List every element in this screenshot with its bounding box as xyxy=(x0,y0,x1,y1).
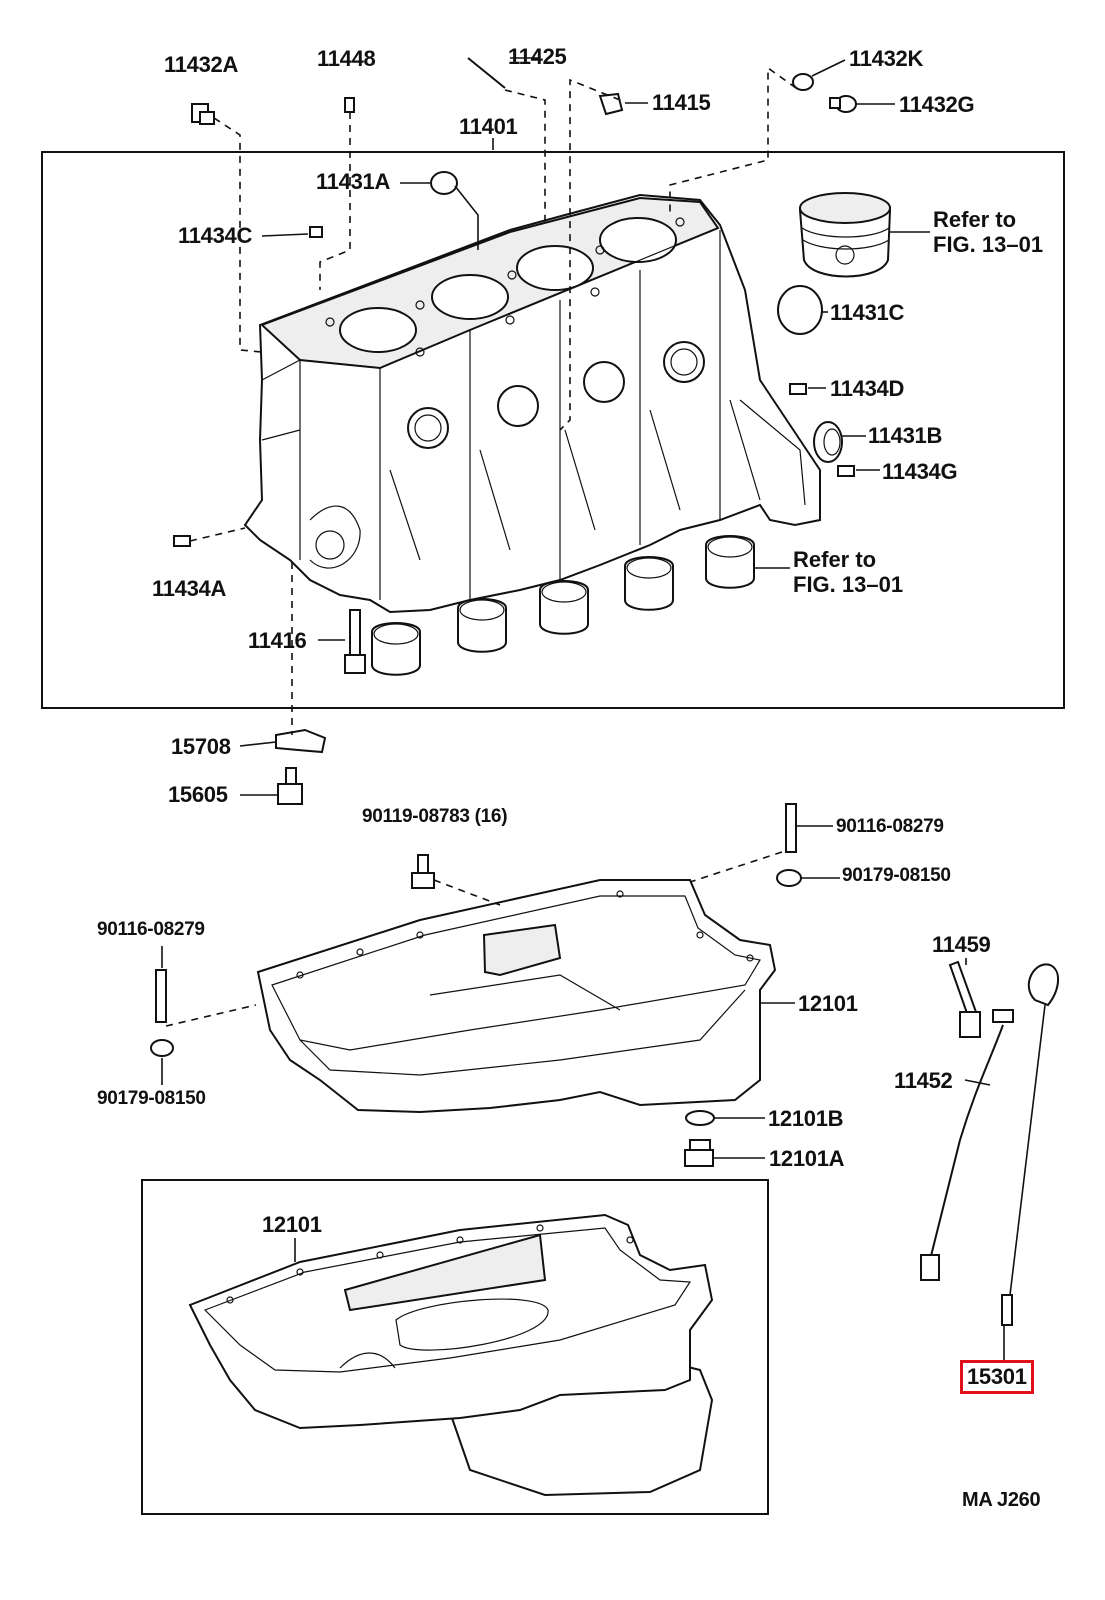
highlighted-part-label-15301[interactable]: 15301 xyxy=(960,1360,1034,1394)
part-label-11432A: 11432A xyxy=(164,52,239,77)
part-label-90179-08150-left: 90179-08150 xyxy=(97,1088,206,1109)
part-label-11431C: 11431C xyxy=(830,300,905,325)
crankshaft-bearing-icon xyxy=(371,535,755,676)
part-label-90116-08279-right: 90116-08279 xyxy=(836,816,944,837)
part-label-90179-08150-right: 90179-08150 xyxy=(842,865,951,886)
part-label-11452: 11452 xyxy=(894,1068,953,1093)
drawing-code: MA J260 xyxy=(962,1489,1041,1511)
oil-pan-lower-icon xyxy=(188,1213,714,1497)
part-label-11425: 11425 xyxy=(508,44,567,69)
bearing-reference-note: Refer to FIG. 13–01 xyxy=(793,547,904,597)
part-label-90116-08279-left: 90116-08279 xyxy=(97,919,205,940)
part-label-12101-lower: 12101 xyxy=(262,1212,322,1237)
drain-gasket-icon xyxy=(685,1110,715,1126)
part-label-11434G: 11434G xyxy=(882,459,958,484)
bearing-reference-line2: FIG. 13–01 xyxy=(793,571,904,597)
cylinder-block-icon xyxy=(243,193,821,614)
part-label-90119-08783: 90119-08783 (16) xyxy=(362,806,508,827)
block-group-frame xyxy=(41,151,1065,709)
dipstick-guide-icon xyxy=(920,1009,1014,1281)
part-label-12101A: 12101A xyxy=(769,1146,845,1171)
fittings-icons xyxy=(150,57,857,1057)
part-label-12101-upper: 12101 xyxy=(798,991,858,1016)
part-label-11431A: 11431A xyxy=(316,169,391,194)
dipstick-clamp-icon xyxy=(948,960,981,1038)
piston-icon xyxy=(798,192,892,278)
drain-plug-icon xyxy=(684,1139,714,1167)
part-label-11432G: 11432G xyxy=(899,92,975,117)
part-label-11434A: 11434A xyxy=(152,576,227,601)
part-label-11434C: 11434C xyxy=(178,223,253,248)
part-label-15605: 15605 xyxy=(168,782,228,807)
dipstick-icon xyxy=(1001,963,1059,1326)
part-label-11434D: 11434D xyxy=(830,376,905,401)
oil-pan-option-frame xyxy=(141,1179,769,1515)
part-label-11432K: 11432K xyxy=(849,46,924,71)
bearing-reference-line1: Refer to xyxy=(793,547,877,572)
part-label-15708: 15708 xyxy=(171,734,231,759)
piston-reference-note: Refer to FIG. 13–01 xyxy=(933,207,1044,257)
part-label-11459: 11459 xyxy=(932,932,991,957)
part-label-11448: 11448 xyxy=(317,46,376,71)
leader-lines xyxy=(161,57,1005,1360)
part-label-11416: 11416 xyxy=(248,628,307,653)
part-label-12101B: 12101B xyxy=(768,1106,844,1131)
piston-reference-line2: FIG. 13–01 xyxy=(933,231,1044,257)
part-label-11431B: 11431B xyxy=(868,423,943,448)
oil-pan-upper-icon xyxy=(256,879,777,1114)
piston-reference-line1: Refer to xyxy=(933,207,1017,232)
part-label-11401: 11401 xyxy=(459,114,518,139)
part-label-11415: 11415 xyxy=(652,90,711,115)
